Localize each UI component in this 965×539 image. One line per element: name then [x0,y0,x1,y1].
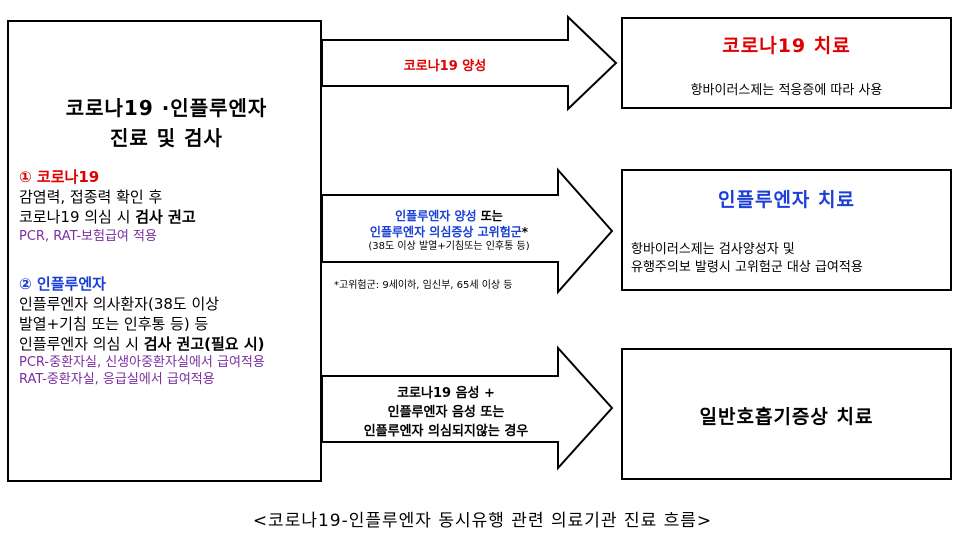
arrow-bottom-line2: 인플루엔자 음성 또는 [387,405,505,420]
flu-treatment-body: 항바이러스제는 검사양성자 및 유행주의보 발령시 고위험군 대상 급여적용 [631,241,863,277]
flu-treatment-body2: 유행주의보 발령시 고위험군 대상 급여적용 [631,260,863,275]
arrow-middle-line3: (38도 이상 발열+기침또는 인후통 등) [368,241,530,252]
flu-line3-text: 인플루엔자 의심 시 [19,335,144,353]
arrow-middle-label: 인플루엔자 양성 또는 인플루엔자 의심증상 고위험군* (38도 이상 발열+… [326,208,572,253]
arrow-middle-line2-rest: * [521,225,529,239]
flu-heading: ② 인플루엔자 [19,275,106,293]
left-title-line2: 진료 및 검사 [110,126,223,150]
arrow-flu-positive [321,167,614,295]
left-title-line1: 코로나19 ·인플루엔자 [65,96,268,120]
arrow-covid-positive [321,14,618,112]
left-panel-testing: 코로나19 ·인플루엔자 진료 및 검사 ① 코로나19 감염력, 접종력 확인… [7,20,322,482]
covid-line2-bold: 검사 권고 [135,208,196,226]
flu-treatment-title: 인플루엔자 치료 [718,189,855,211]
flu-section: ② 인플루엔자 인플루엔자 의사환자(38도 이상 발열+기침 또는 인후통 등… [19,274,265,388]
covid-treatment-title: 코로나19 치료 [722,35,851,57]
covid-section: ① 코로나19 감염력, 접종력 확인 후 코로나19 의심 시 검사 권고 P… [19,167,196,247]
flu-note1: PCR-중환자실, 신생아중환자실에서 급여적용 [19,355,265,370]
covid-treatment-box: 코로나19 치료 항바이러스제는 적응증에 따라 사용 [621,17,952,109]
arrow-bottom-line3: 인플루엔자 의심되지않는 경우 [363,424,529,439]
covid-heading: ① 코로나19 [19,168,100,186]
arrow-middle-line2: 인플루엔자 의심증상 고위험군* [326,224,572,240]
flu-line3: 인플루엔자 의심 시 검사 권고(필요 시) [19,334,265,354]
arrow-middle-line1-blue: 인플루엔자 양성 [395,209,477,223]
flu-line2: 발열+기침 또는 인후통 등) 등 [19,315,209,333]
flu-line1: 인플루엔자 의사환자(38도 이상 [19,295,220,313]
flu-treatment-box: 인플루엔자 치료 항바이러스제는 검사양성자 및 유행주의보 발령시 고위험군 … [621,169,952,291]
arrow-middle-line2-blue: 인플루엔자 의심증상 고위험군 [369,225,522,239]
general-treatment-title: 일반호흡기증상 치료 [699,406,874,428]
arrow-middle-line1: 인플루엔자 양성 또는 [326,208,572,224]
arrow-bottom-line1: 코로나19 음성 + [397,386,495,401]
general-treatment-box: 일반호흡기증상 치료 [621,348,952,480]
arrow-negative [321,345,614,471]
covid-line1: 감염력, 접종력 확인 후 [19,188,163,206]
flu-note2: RAT-중환자실, 응급실에서 급여적용 [19,372,215,387]
covid-note: PCR, RAT-보험급여 적용 [19,229,157,244]
arrow-top-label: 코로나19 양성 [403,59,487,74]
arrow-middle-line1-rest: 또는 [476,209,503,223]
flu-line3-bold: 검사 권고(필요 시) [143,335,265,353]
flu-treatment-body1: 항바이러스제는 검사양성자 및 [631,242,795,257]
covid-treatment-body: 항바이러스제는 적응증에 따라 사용 [690,83,883,98]
covid-line2: 코로나19 의심 시 검사 권고 [19,207,196,227]
arrow-middle-footnote: *고위험군: 9세이하, 임신부, 65세 이상 등 [334,280,513,291]
figure-caption: <코로나19-인플루엔자 동시유행 관련 의료기관 진료 흐름> [252,511,713,531]
arrow-bottom-label: 코로나19 음성 + 인플루엔자 음성 또는 인플루엔자 의심되지않는 경우 [326,384,566,441]
covid-line2-text: 코로나19 의심 시 [19,208,136,226]
